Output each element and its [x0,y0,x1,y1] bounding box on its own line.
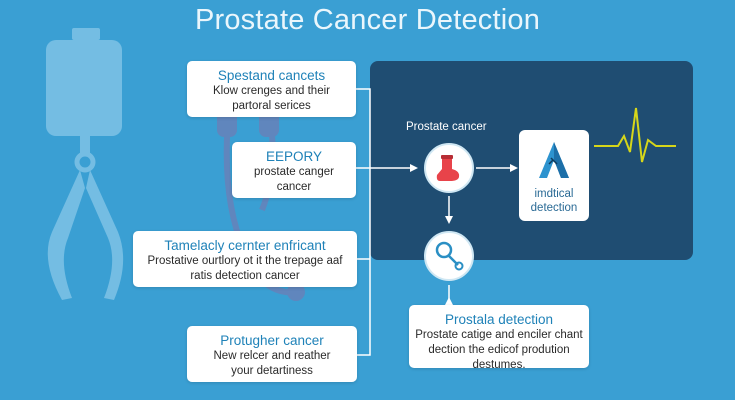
info-card-2: EEPORY prostate canger cancer [232,142,356,198]
panel-label: Prostate cancer [406,121,487,133]
page-title: Prostate Cancer Detection [194,4,541,36]
organ-icon [436,155,460,181]
card-text: partoral serices [232,100,311,112]
card-heading: Protugher cancer [220,333,324,348]
probe-node [424,231,474,281]
card-heading: Prostala detection [444,312,554,327]
info-card-3: Tamelacly cernter enfricant Prostative o… [133,231,357,287]
card-heading: EEPORY [265,149,323,164]
card-text: prostate canger [254,166,334,178]
detection-logo-icon [539,142,569,178]
info-card-4: Protugher cancer New relcer and reather … [187,326,357,382]
probe-icon [435,241,464,271]
card-text: ratis detection cancer [190,270,300,282]
info-card-1: Spestand cancets Klow crenges and their … [187,61,356,117]
card-text: Prostate catige and enciler chant [415,329,583,341]
detection-label: detection [530,202,578,214]
card-text: destumes. [472,359,526,371]
card-text: your detartiness [231,365,313,377]
card-text: cancer [276,181,312,193]
card-heading: Tamelacly cernter enfricant [164,238,326,253]
card-heading: Spestand cancets [217,68,326,83]
card-text: Prostative ourtlory ot it the trepage aa… [147,255,343,267]
detection-info-card: Prostala detection Prostate catige and e… [409,305,589,371]
card-text: dection the edicof prodution [428,344,570,356]
iv-bag-icon [46,28,124,300]
organ-node [424,143,474,193]
card-text: New relcer and reather [213,350,331,362]
medical-detection-node: imdtical detection [519,130,589,221]
detection-label: imdtical [534,188,574,200]
card-text: Klow crenges and their [213,85,330,97]
